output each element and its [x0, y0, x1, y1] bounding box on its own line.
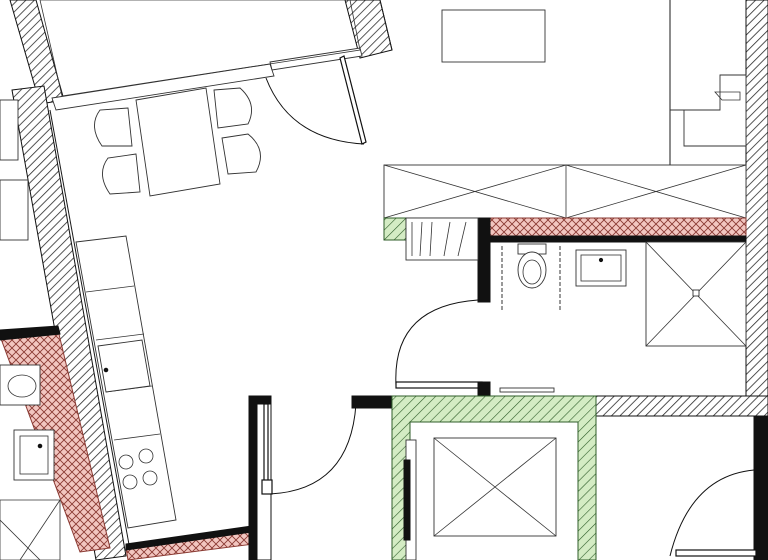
- bathroom-door-stop: [477, 381, 491, 397]
- neighbour-washbasin: [0, 364, 41, 406]
- elevator-door-frame: [403, 459, 411, 541]
- kitchen-sink: [97, 339, 151, 393]
- bathroom-door-leaf: [395, 381, 483, 389]
- kitchen-counter: [75, 235, 177, 529]
- chair-left-bottom: [102, 153, 141, 195]
- neighbour-sink: [13, 429, 55, 481]
- toilet-seat: [522, 259, 542, 285]
- neighbour-sink-drain: [37, 443, 43, 449]
- kitchen-sink-drain: [103, 367, 109, 373]
- entry-door-jamb-right: [351, 395, 395, 409]
- top-right-room: [441, 0, 768, 416]
- cooktop-burner-1: [118, 454, 134, 470]
- neighbour-shower-diag-2: [19, 499, 61, 560]
- balcony-door-leaf: [339, 55, 367, 145]
- balcony-edge: [379, 0, 393, 51]
- balcony-door-swing: [265, 77, 365, 145]
- entry-door[interactable]: [261, 395, 395, 495]
- dining-table: [135, 87, 221, 197]
- right-room-cabinet: [670, 74, 747, 147]
- elevator-x-2: [433, 437, 557, 537]
- counter-div-1: [85, 285, 135, 293]
- neighbour-left: [0, 99, 111, 560]
- neighbour-cabinet-1: [0, 99, 19, 161]
- neighbour-sink-inner: [19, 435, 49, 475]
- balcony-door[interactable]: [265, 55, 367, 145]
- washbasin: [575, 249, 627, 287]
- neighbour-shower: [0, 499, 61, 560]
- lower-right-door-swing: [669, 469, 755, 557]
- toilet-bowl: [517, 251, 547, 289]
- outer-wall-right: [745, 0, 768, 416]
- outer-wall-left-inner-line: [49, 109, 131, 551]
- bathroom-wall-vertical: [477, 217, 491, 303]
- shower-drain: [692, 289, 700, 297]
- washbasin-inner: [580, 254, 622, 282]
- wardrobe-x-2b: [565, 164, 747, 219]
- balcony-rail: [269, 47, 363, 71]
- lower-right-wall: [753, 415, 768, 560]
- chair-left-top: [94, 107, 133, 147]
- bathroom-door-swing: [395, 299, 479, 386]
- top-table: [441, 9, 546, 63]
- utility-closet-outline: [405, 217, 479, 261]
- cooktop-burner-4: [142, 470, 158, 486]
- cooktop: [118, 448, 158, 490]
- counter-div-4: [113, 433, 161, 441]
- installation-shaft: [391, 395, 597, 560]
- utility-closet: [405, 217, 479, 261]
- partition-wall-black-left: [248, 395, 258, 560]
- bathroom-door[interactable]: [395, 299, 555, 397]
- neighbour-shower-diag: [0, 519, 41, 560]
- utility-closet-line-3: [429, 221, 433, 257]
- lower-right-door-leaf: [675, 549, 757, 557]
- utility-closet-line-4: [443, 221, 451, 257]
- counter-div-2: [95, 333, 145, 341]
- bathroom: [501, 241, 747, 347]
- right-room-corner-detail: [714, 91, 741, 101]
- partition-door-jamb: [263, 403, 269, 493]
- cooktop-burner-2: [138, 448, 154, 464]
- entry-door-leaf: [261, 479, 273, 495]
- entry-door-swing: [269, 403, 357, 495]
- bottom-wall-right: [595, 395, 768, 417]
- utility-closet-line-2: [419, 221, 423, 257]
- neighbour-washbasin-bowl: [7, 374, 37, 398]
- bathroom-wall-black: [477, 235, 747, 243]
- neighbour-cabinet-2: [0, 179, 29, 241]
- balcony-top-left: [9, 0, 393, 111]
- dining-set: [94, 87, 261, 197]
- neighbour-bath-wall-black: [0, 325, 61, 341]
- bathroom-threshold: [499, 387, 555, 393]
- utility-closet-line-5: [457, 221, 467, 257]
- wardrobe: [383, 164, 747, 219]
- wardrobe-outline: [383, 164, 747, 219]
- chair-right-top: [213, 87, 253, 129]
- cooktop-burner-3: [122, 474, 138, 490]
- partition-wall-black-top: [248, 395, 272, 405]
- wardrobe-x-1b: [383, 164, 567, 219]
- balcony-inner-outline: [39, 0, 361, 97]
- washbasin-drain: [598, 257, 604, 263]
- chair-right-bottom: [221, 133, 261, 175]
- elevator: [403, 437, 557, 560]
- shaft-small: [383, 217, 407, 241]
